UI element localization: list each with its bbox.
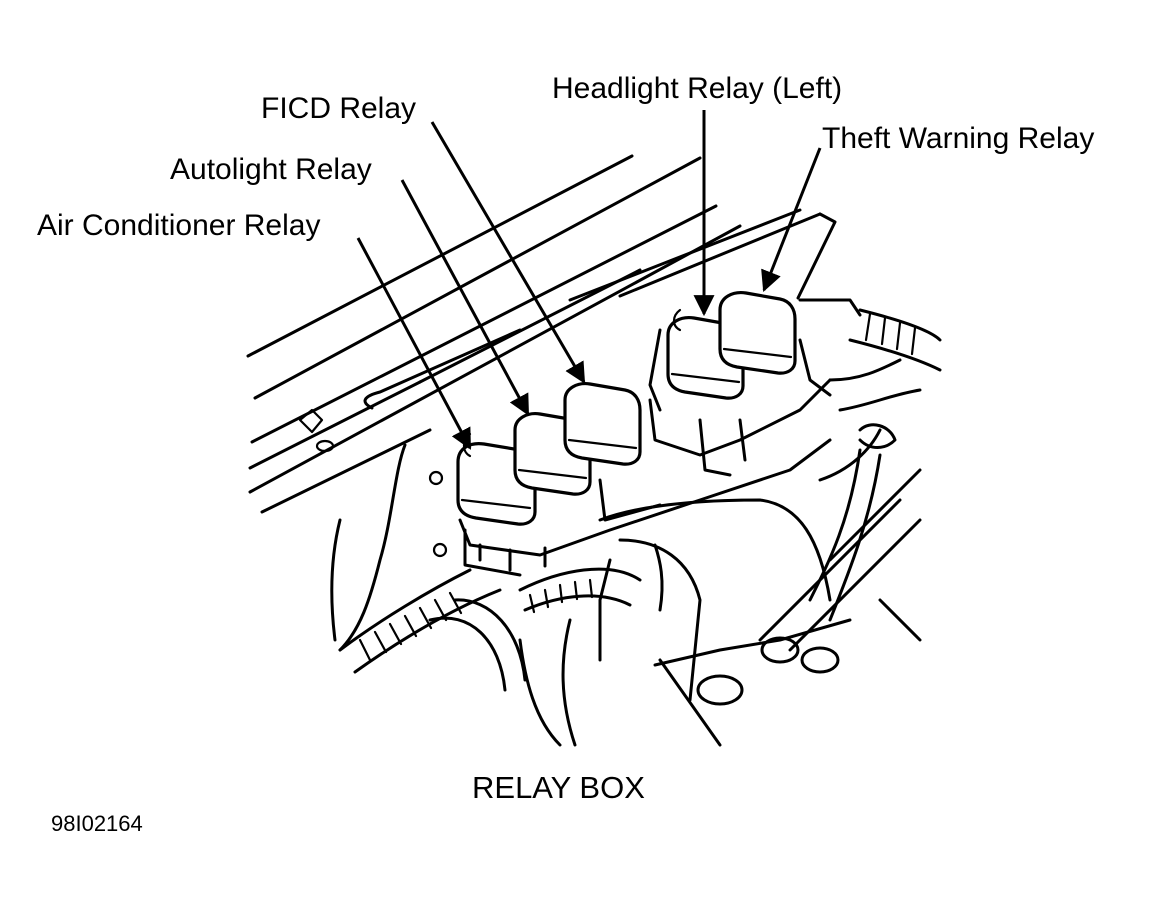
relay-theft-warning	[718, 291, 797, 375]
leader-theft-warning	[761, 147, 822, 292]
wiring-harness	[338, 298, 942, 692]
label-autolight-relay: Autolight Relay	[170, 153, 372, 186]
figure-id: 98I02164	[51, 811, 143, 836]
leader-air-conditioner	[356, 237, 472, 450]
label-theft-warning-relay: Theft Warning Relay	[822, 122, 1095, 155]
label-headlight-relay-left: Headlight Relay (Left)	[552, 72, 843, 105]
leader-ficd	[430, 121, 586, 384]
leader-autolight	[400, 179, 530, 416]
leader-lines	[356, 110, 822, 450]
relay-ficd	[563, 382, 642, 466]
label-air-conditioner-relay: Air Conditioner Relay	[37, 209, 321, 242]
label-ficd-relay: FICD Relay	[261, 92, 417, 125]
relay-box-base	[330, 328, 832, 652]
lower-bracket	[518, 423, 922, 747]
diagram-caption: RELAY BOX	[472, 770, 645, 805]
panel-lines	[246, 154, 837, 514]
